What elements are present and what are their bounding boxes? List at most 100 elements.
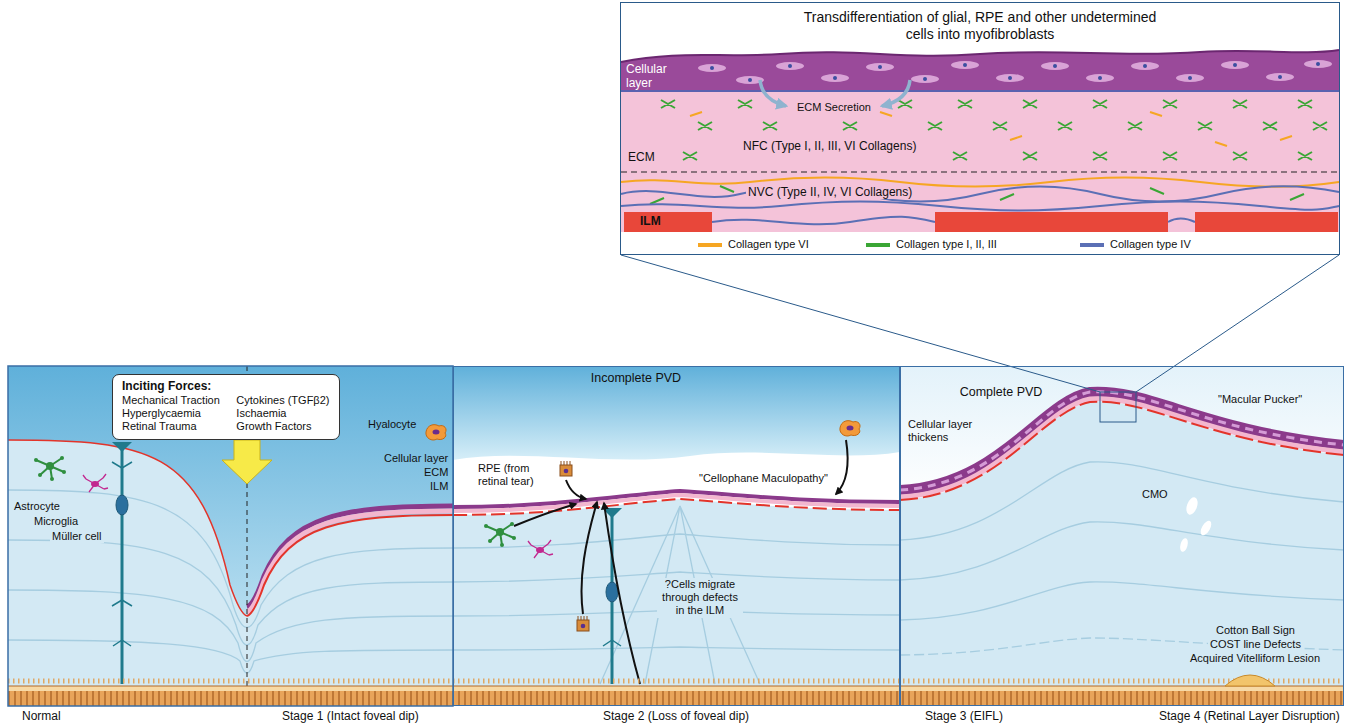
forcing-factor: Mechanical Traction [122,394,220,407]
legend-item: Collagen type I, II, III [866,238,997,251]
cell-nuclei [1316,62,1320,66]
myofibroblast-cells [1086,74,1114,82]
legend-item: Collagen type IV [1080,238,1191,251]
legend-text: Collagen type I, II, III [896,238,997,251]
ilm-segments [1195,212,1338,232]
collagen-fibres-orange [621,178,1339,187]
muller-cell [121,446,124,684]
myofibroblast-cells [698,60,1332,84]
rpe-layer [8,675,1344,706]
cell-nuclei [1278,75,1282,79]
rpe-layer [8,686,1344,706]
stage-three-panel [900,366,1344,706]
inset-illustration [621,50,1339,62]
rpe-layer [8,679,1344,684]
cell-nuclei [1143,64,1147,68]
stage-two-panel [453,366,900,706]
retinal-layer-lines [900,462,1344,655]
cellular-layer-band [621,50,1339,91]
collagen-fibres-green [661,100,1312,108]
cell-nuclei [788,64,792,68]
hyalocyte-icon [426,425,446,440]
membrane-layers [453,491,900,515]
cell-label: Astrocyte [12,500,62,513]
zoom-lines [621,255,1100,392]
stage-one-panel [8,366,453,706]
retina [900,402,1344,706]
collagen-label: NVC (Type II, IV, VI Collagens) [746,185,914,199]
retinal-layer-lines [453,506,900,684]
retinal-layer-lines [900,522,1344,580]
stage-label: Stage 3 (EIFL) [925,709,1003,723]
layer-label: ILM [640,214,661,228]
myofibroblast-cells [821,74,849,82]
cystoid-spaces [1179,496,1214,553]
myofibroblast-cells [1266,73,1294,81]
collagen-label: NFC (Type I, II, III, VI Collagens) [741,139,918,153]
secretion-arrow [882,80,910,106]
zoom-lines [1100,392,1136,422]
retina [453,499,900,706]
cell-nuclei [748,78,752,82]
stage-label: Stage 1 (Intact foveal dip) [282,709,419,723]
migration-arrow [836,440,848,494]
annotation-label: ?Cells migrate through defects in the IL… [657,578,743,618]
stage-three-panel [900,366,1344,706]
process-label: ECM Secretion [795,101,873,114]
panel-heading: Complete PVD [901,385,1101,400]
stage-two-panel [453,366,900,706]
ilm-line [8,440,247,616]
cell-nuclei [1098,76,1102,80]
inset-illustration [621,90,1339,92]
cell-label: Hyalocyte [368,418,416,431]
legend-swatch [1080,243,1104,247]
vitreous [453,366,900,460]
myofibroblast-cells [1221,61,1249,69]
myofibroblast-cells [1041,62,1069,70]
inset-illustration [620,2,1340,255]
inset-title: Transdifferentiation of glial, RPE and o… [790,9,1170,43]
retinal-layer-lines [8,540,453,645]
cell-nuclei [1008,76,1012,80]
layer-label: Cellular layer [384,452,448,465]
sign-label: Cotton Ball Sign [1214,624,1297,637]
cell-nuclei [923,77,927,81]
sign-label: Acquired Vitelliform Lesion [1188,652,1322,665]
cell-nuclei [878,65,882,69]
stage-label: Stage 2 (Loss of foveal dip) [603,709,749,723]
migration-arrow [581,502,597,614]
ilm-segments [624,212,712,232]
myofibroblast-cells [776,62,804,70]
migration-arrow [566,480,586,499]
legend-item: Collagen type VI [698,238,809,251]
muller-cell [116,495,128,515]
forcing-factor: Hyperglycaemia [122,407,220,420]
force-arrow [222,440,272,484]
retinal-layer-lines [8,640,453,673]
myofibroblast-cells [996,74,1024,82]
hyalocyte-icon [840,421,860,436]
myofibroblast-cells [698,64,726,72]
myofibroblast-cells [1304,60,1332,68]
layer-label: ILM [430,480,448,493]
collagen-fibres-blue [621,202,1339,211]
rpe-layer [8,686,1344,687]
legend-swatch [866,243,890,247]
forcing-factor: Cytokines (TGFβ2) [236,394,330,407]
inset-box: Transdifferentiation of glial, RPE and o… [620,2,1340,255]
microglia-icon [528,540,553,558]
ilm-segments [624,212,1338,232]
zoom-lines [621,255,1339,422]
cystoid-spaces [1179,537,1189,552]
membrane-layers [453,499,900,515]
sign-label: COST line Defects [1208,638,1303,651]
muller-cell [112,442,132,684]
layer-label: ECM [628,150,655,164]
stage-one-panel [8,366,453,706]
retina [8,440,453,706]
zone-divider [621,172,1339,173]
annotation-label: "Macular Pucker" [1218,393,1302,406]
stage-label: Stage 4 (Retinal Layer Disruption) [1159,709,1340,723]
muller-cell [603,640,621,646]
